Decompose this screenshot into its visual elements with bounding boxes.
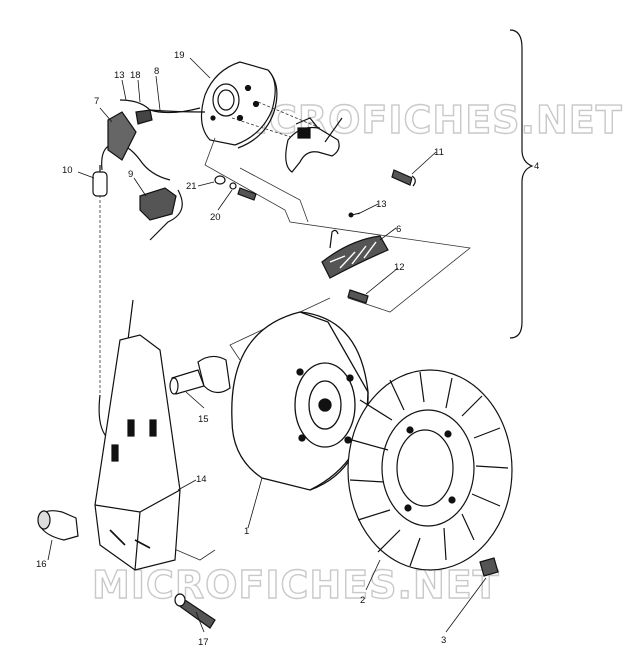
callout-17: 17 (198, 637, 209, 648)
regulator-7 (107, 109, 153, 161)
leader-lines (47, 57, 487, 633)
callout-4: 4 (534, 161, 539, 172)
callout-18: 18 (130, 70, 141, 81)
callout-19: 19 (174, 50, 185, 61)
callout-1: 1 (244, 526, 249, 537)
connector-9 (139, 187, 177, 221)
callout-3: 3 (441, 635, 446, 646)
screw-20 (229, 182, 257, 201)
callout-2: 2 (360, 595, 365, 606)
callout-16: 16 (36, 559, 47, 570)
washer-21 (214, 175, 226, 185)
boot-16 (37, 510, 79, 541)
callout-8: 8 (154, 66, 159, 77)
charge-coil (321, 229, 389, 279)
callout-12: 12 (394, 262, 405, 273)
cooling-fan (347, 369, 513, 571)
callout-21: 21 (186, 181, 197, 192)
cap-10 (92, 165, 108, 197)
callout-7: 7 (94, 96, 99, 107)
stator-plate (200, 61, 278, 149)
callout-15: 15 (198, 414, 209, 425)
watermark-top: MICROFICHES.NET (215, 98, 623, 142)
callout-10: 10 (62, 165, 73, 176)
fan-screw (479, 557, 499, 577)
callout-13-mid: 13 (376, 199, 387, 210)
screw-12 (347, 289, 369, 304)
callout-6: 6 (396, 224, 401, 235)
callout-20: 20 (210, 212, 221, 223)
ignition-coil (94, 334, 181, 571)
callout-labels: 1 2 3 4 6 7 8 9 10 11 12 13 13 14 15 16 … (36, 50, 539, 648)
callout-11: 11 (434, 147, 444, 158)
callout-13-top: 13 (114, 70, 125, 81)
trigger-coil (285, 117, 343, 173)
screw-11 (391, 169, 416, 187)
spark-plug-cap (169, 355, 231, 395)
callout-14: 14 (196, 474, 207, 485)
assembly-bracket (509, 29, 534, 339)
callout-9: 9 (128, 169, 133, 180)
